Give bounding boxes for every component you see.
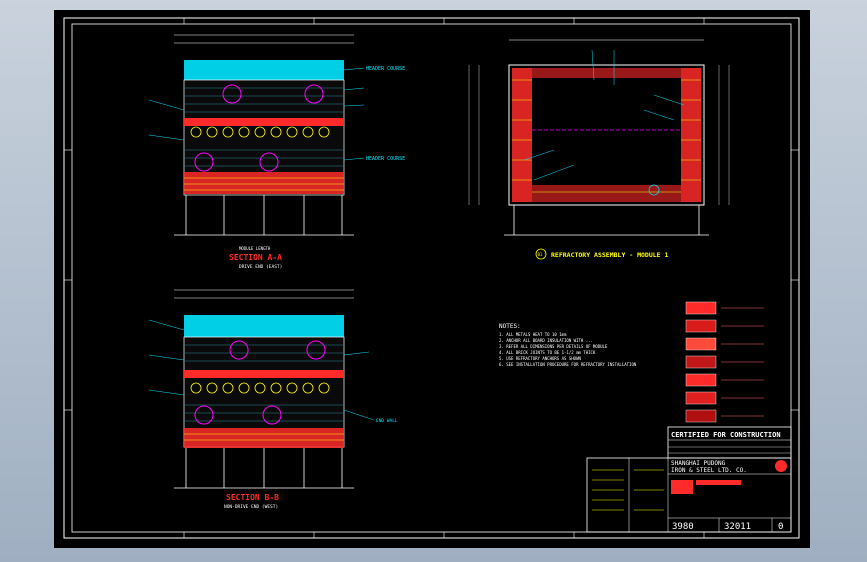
zone-ticks [64,18,799,538]
sheet-number: 32011 [724,522,751,532]
refractory-assembly-drawing [468,39,730,236]
section-b-title: SECTION B-B [226,493,279,502]
note-line: 5. USE REFRACTORY ANCHORS AS SHOWN [499,356,581,361]
material-legend [685,301,764,423]
note-line: 2. ANCHOR ALL BOARD INSULATION WITH ... [499,338,593,343]
header-course-label-2: HEADER COURSE [366,156,405,162]
company-name-line2: IRON & STEEL LTD. CO. [671,467,747,474]
section-b-drawing [148,289,375,489]
section-a-title: SECTION A-A [229,253,282,262]
refractory-title: REFRACTORY ASSEMBLY - MODULE 1 [551,251,668,259]
certified-stamp: CERTIFIED FOR CONSTRUCTION [671,431,781,439]
note-line: 3. REFER ALL DIMENSIONS PER DETAILS OF M… [499,344,608,349]
note-line: 6. SEE INSTALLATION PROCEDURE FOR REFRAC… [499,362,637,367]
refractory-callout: 01 [535,248,547,260]
notes-heading: NOTES: [499,323,521,330]
cad-viewport[interactable]: HEADER COURSE HEADER COURSE SECTION A-A … [54,10,810,548]
note-line: 1. ALL METALS HEAT TO 10 1mm [499,332,567,337]
company-name-line1: SHANGHAI PUDONG [671,460,726,467]
drawing-number: 3980 [672,522,694,532]
drawing-sheet: HEADER COURSE HEADER COURSE SECTION A-A … [63,17,800,539]
sheet-inner-border [71,23,792,533]
notes-block: NOTES: 1. ALL METALS HEAT TO 10 1mm 2. A… [499,323,637,367]
refractory-callout-number: 01 [538,252,543,257]
header-course-label: HEADER COURSE [366,66,405,72]
note-line: 4. ALL BRICK JOINTS TO BE 1-1/2 mm THICK [499,350,596,355]
title-block [586,426,792,533]
module-length-label: MODULE LENGTH [239,246,271,251]
sheet-outer-border [63,17,800,539]
section-a-subtitle: DRIVE END (EAST) [239,264,282,270]
section-a-drawing [148,34,365,236]
section-b-subtitle: NON-DRIVE END (WEST) [224,504,278,510]
revision-number: 0 [778,522,783,532]
end-wall-label: END WALL [376,418,398,424]
